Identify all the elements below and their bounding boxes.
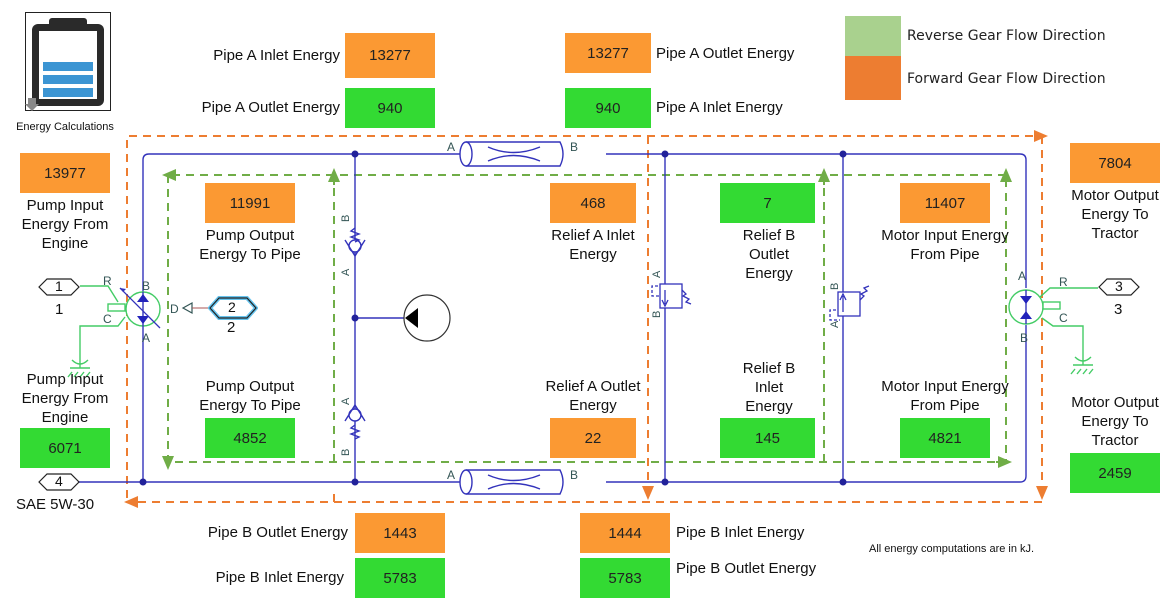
port-2-label: 2 [227,319,236,336]
port-2-connector[interactable]: 2 [207,296,259,320]
pump-output-display-forward[interactable]: 11991 [205,183,295,223]
pipe-b-inlet-label-right: Pipe B Inlet Energy [676,524,805,541]
battery-icon [25,12,111,111]
relief-a-inlet-label: Relief A Inlet Energy [551,227,635,263]
svg-text:A: A [142,331,150,345]
svg-text:A: A [340,268,352,276]
svg-text:A: A [651,270,663,278]
pipe-b-outlet-label-right: Pipe B Outlet Energy [676,560,817,577]
svg-text:B: B [340,215,352,222]
svg-text:A: A [447,140,455,154]
pump-mechanical-lines [67,285,126,378]
pipe-b-inlet-label-left: Pipe B Inlet Energy [215,569,344,586]
svg-text:B: B [570,468,578,482]
pipe-a-inlet-label-right: Pipe A Inlet Energy [656,99,783,116]
check-valve-lower-icon [344,403,366,440]
relief-b-inlet-label: Relief B Inlet Energy [742,360,796,415]
hydraulic-lines [45,153,1027,483]
svg-text:A: A [340,397,352,405]
relief-a-outlet-label: Relief A Outlet Energy [545,378,641,414]
motor-icon [1008,289,1044,325]
forward-flow-path [124,130,1048,508]
junction-dots [139,150,847,486]
pipe-b-inlet-display-right[interactable]: 1444 [580,513,670,553]
pipe-b-outlet-label-left: Pipe B Outlet Energy [207,524,348,541]
svg-text:C: C [103,312,112,326]
relief-b-inlet-display[interactable]: 145 [720,418,815,458]
units-footnote: All energy computations are in kJ. [869,543,1035,555]
svg-text:B: B [651,311,663,318]
pipe-a-inlet-label-left: Pipe A Inlet Energy [213,47,340,64]
motor-input-label-forward: Motor Input Energy From Pipe [881,227,1009,263]
pipe-a-inlet-display-right[interactable]: 940 [565,88,651,128]
port-4-label: SAE 5W-30 [16,496,95,513]
svg-text:B: B [340,449,352,456]
legend-swatch-forward [845,56,901,100]
svg-text:C: C [1059,311,1068,325]
pipe-a-inlet-display-left[interactable]: 13277 [345,33,435,78]
pipe-a-outlet-display-left[interactable]: 940 [345,88,435,128]
pump-input-display-reverse[interactable]: 6071 [20,428,110,468]
svg-text:R: R [103,274,112,288]
port-4-connector[interactable]: 4 [38,473,80,491]
svg-text:B: B [1020,331,1028,345]
relief-valve-b-icon [829,285,870,321]
motor-output-label-reverse: Motor Output Energy To Tractor [1071,394,1159,449]
svg-text:R: R [1059,275,1068,289]
port-3-label: 3 [1114,301,1123,318]
port-1-label: 1 [55,301,64,318]
legend-label-forward: Forward Gear Flow Direction [907,71,1106,87]
pump-input-label-forward: Pump Input Energy From Engine [21,197,109,252]
energy-calculations-block[interactable] [25,12,111,118]
port-3-connector[interactable]: 3 [1098,278,1140,296]
legend-swatch-reverse [845,16,901,56]
svg-text:D: D [170,302,179,316]
pipe-b-inlet-display-left[interactable]: 5783 [355,558,445,598]
pipe-a-outlet-label-left: Pipe A Outlet Energy [201,99,340,116]
legend-label-reverse: Reverse Gear Flow Direction [907,28,1106,44]
pump-output-label-reverse: Pump Output Energy To Pipe [199,378,301,414]
pipe-a-icon [459,141,564,167]
pump-icon [119,287,161,329]
svg-text:A: A [829,320,841,328]
motor-output-label-forward: Motor Output Energy To Tractor [1071,187,1159,242]
pump-input-display-forward[interactable]: 13977 [20,153,110,193]
pump-output-label-forward: Pump Output Energy To Pipe [199,227,301,263]
svg-text:A: A [1018,269,1026,283]
energy-calculations-label: Energy Calculations [16,121,114,133]
motor-input-label-reverse: Motor Input Energy From Pipe [881,378,1009,414]
svg-text:B: B [829,283,841,290]
pipe-a-outlet-display-right[interactable]: 13277 [565,33,651,73]
motor-input-display-reverse[interactable]: 4821 [900,418,990,458]
motor-output-display-reverse[interactable]: 2459 [1070,453,1160,493]
pipe-b-icon [459,469,564,495]
pipe-b-outlet-display-left[interactable]: 1443 [355,513,445,553]
motor-mechanical-lines [1039,287,1098,375]
relief-a-outlet-display[interactable]: 22 [550,418,636,458]
relief-b-outlet-label: Relief B Outlet Energy [742,227,796,282]
pipe-b-outlet-display-right[interactable]: 5783 [580,558,670,598]
motor-output-display-forward[interactable]: 7804 [1070,143,1160,183]
pipe-a-outlet-label-right: Pipe A Outlet Energy [656,45,795,62]
pressure-source-icon [403,294,451,342]
svg-text:A: A [447,468,455,482]
reverse-flow-path [162,168,1012,470]
relief-a-inlet-display[interactable]: 468 [550,183,636,223]
svg-text:B: B [570,140,578,154]
svg-text:B: B [142,279,150,293]
pump-output-display-reverse[interactable]: 4852 [205,418,295,458]
check-valve-upper-icon [344,227,366,258]
port-1-connector[interactable]: 1 [38,278,80,296]
pump-input-label-reverse: Pump Input Energy From Engine [21,371,109,426]
relief-b-outlet-display[interactable]: 7 [720,183,815,223]
relief-valve-a-icon [651,283,692,309]
motor-input-display-forward[interactable]: 11407 [900,183,990,223]
